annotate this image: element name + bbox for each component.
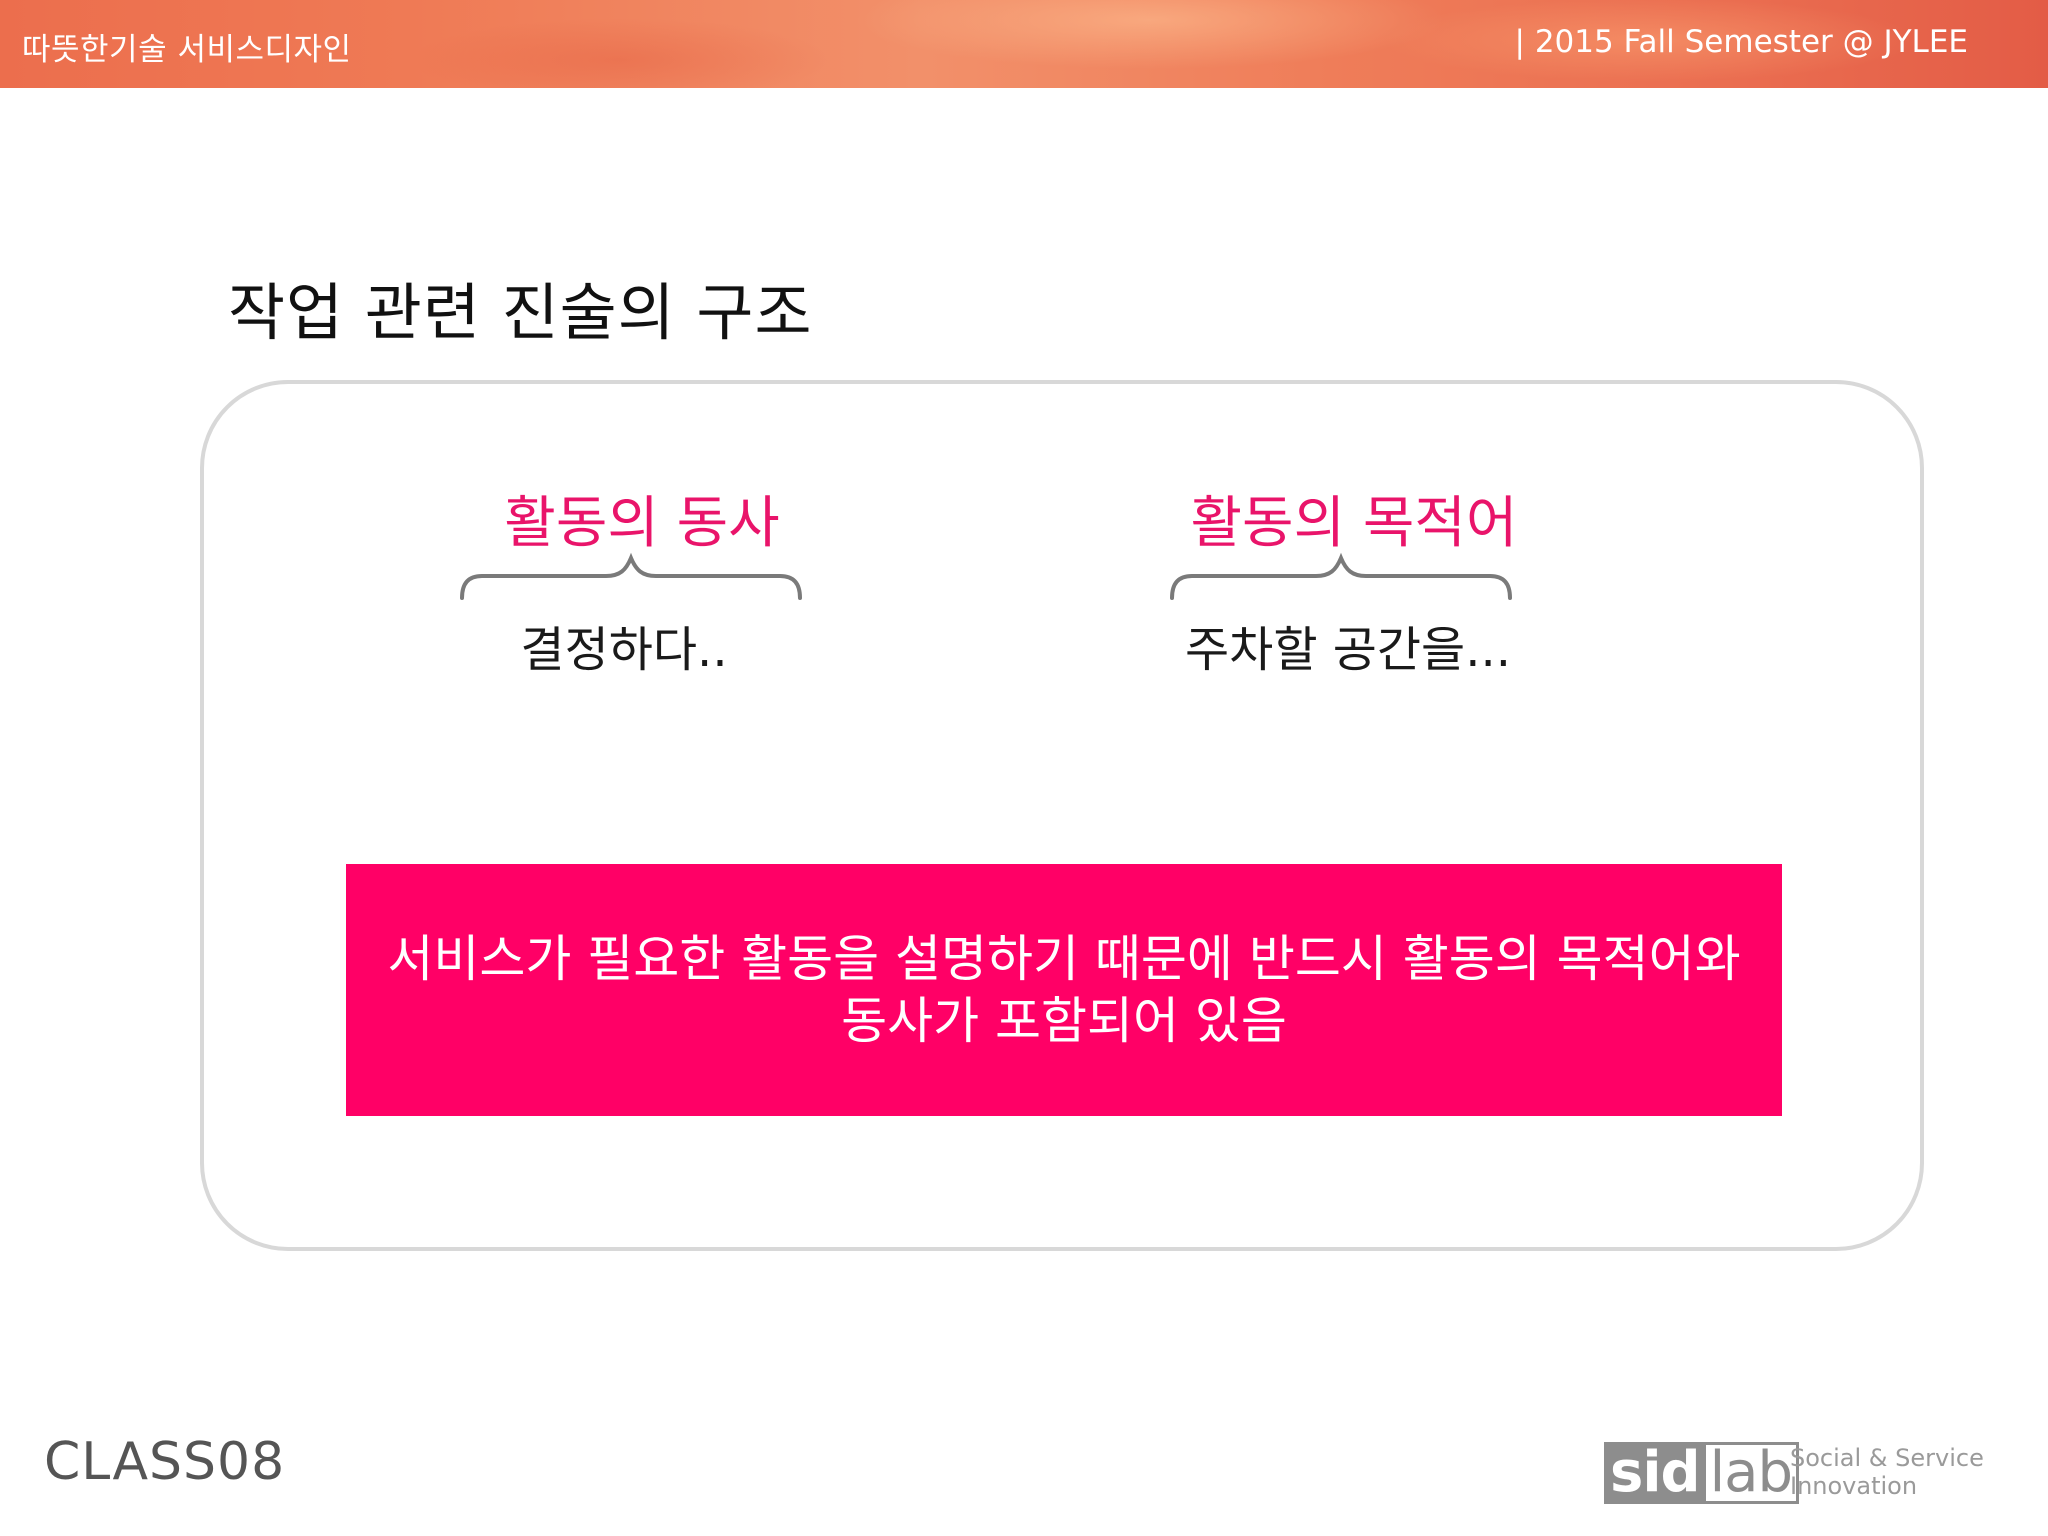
- summary-callout: 서비스가 필요한 활동을 설명하기 때문에 반드시 활동의 목적어와 동사가 포…: [346, 864, 1782, 1116]
- logo-tagline: Social & Service Innovation: [1790, 1444, 1984, 1500]
- header-band: 따뜻한기술 서비스디자인 | 2015 Fall Semester @ JYLE…: [0, 0, 2048, 88]
- logo-tagline-line-2: Innovation: [1790, 1472, 1918, 1500]
- callout-line-2: 동사가 포함되어 있음: [841, 992, 1287, 1050]
- object-brace: [1170, 552, 1512, 600]
- slide-title: 작업 관련 진술의 구조: [228, 276, 813, 349]
- verb-heading: 활동의 동사: [504, 491, 780, 556]
- course-title: 따뜻한기술 서비스디자인: [22, 32, 352, 68]
- object-heading: 활동의 목적어: [1190, 491, 1518, 556]
- sidlab-logo: sid lab: [1604, 1442, 1800, 1504]
- content-frame: [200, 380, 1924, 1251]
- semester-label: | 2015 Fall Semester @ JYLEE: [1514, 24, 1968, 60]
- class-label: CLASS08: [44, 1432, 286, 1492]
- logo-lab-text: lab: [1705, 1442, 1800, 1504]
- object-example: 주차할 공간을...: [1185, 622, 1511, 678]
- verb-brace: [460, 552, 802, 600]
- verb-example: 결정하다..: [520, 622, 728, 678]
- callout-line-1: 서비스가 필요한 활동을 설명하기 때문에 반드시 활동의 목적어와: [387, 930, 1741, 988]
- logo-tagline-line-1: Social & Service: [1790, 1444, 1984, 1472]
- logo-sid-text: sid: [1604, 1442, 1706, 1504]
